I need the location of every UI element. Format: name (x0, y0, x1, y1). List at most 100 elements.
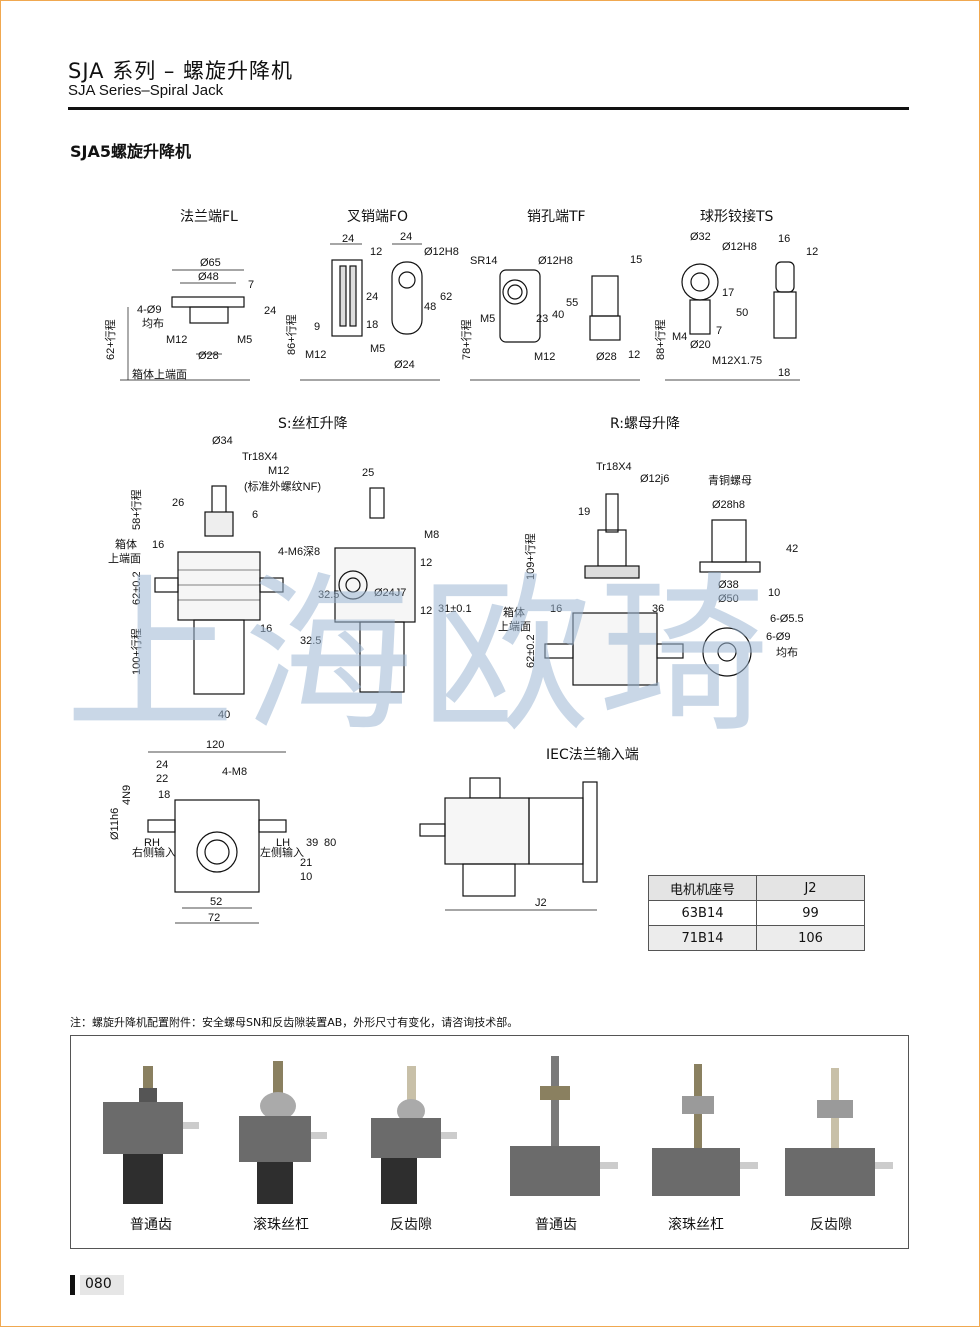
drawing-fl (120, 269, 250, 381)
dim-top-10: 左侧输入 (260, 845, 304, 859)
dim-s-19: 12 (420, 557, 432, 569)
dim-s-5: 58+行程 (130, 489, 143, 530)
dim-top-11: 39 (306, 837, 318, 849)
table-row: 71B14 106 (648, 925, 865, 951)
dim-s-22: 32.5 (300, 635, 321, 647)
dim-s-2: M12 (268, 465, 289, 477)
label-iec: IEC法兰输入端 (546, 747, 639, 763)
dim-s-7: 16 (152, 539, 164, 551)
dim-r-5: 箱体 (503, 605, 525, 619)
dim-ts-7: M4 (672, 331, 687, 343)
drawing-tf (470, 269, 640, 381)
dim-fl-8: M5 (237, 334, 252, 346)
page-title-cn: SJA 系列 – 螺旋升降机 (68, 59, 294, 83)
jack-photo-antibacklash (371, 1066, 457, 1204)
dim-s-9: 上端面 (108, 552, 141, 565)
dim-s-10: 62±0.2 (131, 571, 143, 605)
product-caption: 滚珠丝杠 (253, 1217, 309, 1233)
jack-photo-ballscrew (239, 1061, 327, 1204)
dim-fl-10: 箱体上端面 (132, 367, 187, 381)
dim-ts-9: 88+行程 (654, 319, 667, 360)
dim-ts-11: 18 (778, 367, 790, 379)
dim-fo-7: 9 (314, 321, 320, 333)
label-tf: 销孔端TF (527, 209, 586, 225)
dim-tf-8: M12 (534, 351, 555, 363)
dim-ts-6: 7 (716, 325, 722, 337)
table-row: 63B14 99 (648, 900, 865, 926)
dim-r-0: Tr18X4 (596, 461, 632, 473)
dim-tf-5: 40 (552, 309, 564, 321)
dim-top-7: RH (144, 837, 160, 849)
dim-s-13: 40 (218, 709, 230, 721)
dim-s-3: (标准外螺纹NF) (244, 479, 321, 493)
dim-top-1: 24 (156, 759, 168, 771)
dim-r-16: 6-Ø9 (766, 631, 790, 643)
label-r-lift: R:螺母升降 (610, 416, 681, 432)
product-caption: 普通齿 (535, 1217, 577, 1233)
dim-fo-12: Ø24 (394, 359, 415, 371)
dim-r-3: 109+行程 (524, 533, 537, 580)
dim-fo-5: 48 (424, 301, 436, 313)
dim-s-12: 100+行程 (130, 628, 143, 675)
dim-r-17: 均布 (776, 646, 798, 659)
dim-ts-3: 12 (806, 246, 818, 258)
dim-top-8: 右侧输入 (132, 845, 176, 859)
dim-top-0: 120 (206, 739, 224, 751)
dim-r-12: Ø38 (718, 579, 739, 591)
dim-s-6: 6 (252, 509, 258, 521)
dim-r-11: 42 (786, 543, 798, 555)
product-item: 普通齿 (91, 1036, 211, 1248)
dim-tf-3: M5 (480, 313, 495, 325)
jack-photo-ballscrew-nut (652, 1064, 758, 1196)
dim-ts-5: 50 (736, 307, 748, 319)
dim-top-2: 22 (156, 773, 168, 785)
dim-r-2: 19 (578, 506, 590, 518)
dim-fl-7: M12 (166, 334, 187, 346)
dim-fo-2: 24 (400, 231, 412, 243)
dim-fo-1: 12 (370, 246, 382, 258)
dim-tf-1: Ø12H8 (538, 255, 573, 267)
dim-s-1: Tr18X4 (242, 451, 278, 463)
dim-tf-7: 78+行程 (460, 319, 473, 360)
dim-s-0: Ø34 (212, 435, 233, 447)
dim-r-1: Ø12j6 (640, 473, 669, 485)
dim-r-14: 10 (768, 587, 780, 599)
dim-fl-2: 4-Ø9 (137, 304, 161, 316)
drawing-ts (665, 261, 800, 381)
label-s-lift: S:丝杠升降 (278, 416, 348, 432)
drawing-fo (300, 243, 440, 381)
dim-top-14: 21 (300, 857, 312, 869)
dim-fo-6: 62 (440, 291, 452, 303)
dim-tf-2: 15 (630, 254, 642, 266)
footnote: 注：螺旋升降机配置附件：安全螺母SN和反齿隙装置AB，外形尺寸有变化，请咨询技术… (70, 1016, 519, 1029)
dim-top-15: 52 (210, 896, 222, 908)
page-number: 080 (85, 1276, 112, 1292)
jack-photo-standard-nut (510, 1056, 618, 1196)
motor-table: 电机机座号 J2 63B14 99 71B14 106 (648, 875, 865, 951)
product-item: 反齿隙 (771, 1036, 893, 1248)
label-ts: 球形铰接TS (700, 209, 774, 225)
product-caption: 普通齿 (130, 1217, 172, 1233)
dim-top-12: 80 (324, 837, 336, 849)
dim-fo-8: 18 (366, 319, 378, 331)
label-fl: 法兰端FL (180, 209, 238, 225)
drawing-s (154, 485, 416, 695)
table-cell: 106 (756, 925, 865, 951)
dim-s-21: 31±0.1 (438, 603, 472, 615)
dim-s-20: 12 (420, 605, 432, 617)
motor-table-header: 电机机座号 J2 (648, 875, 865, 901)
dim-top-9: LH (276, 837, 290, 849)
dim-top-4: 4-M8 (222, 766, 247, 778)
product-caption: 反齿隙 (810, 1217, 852, 1233)
dim-fl-0: Ø65 (200, 257, 221, 269)
drawing-r (544, 493, 761, 686)
dim-fo-4: 24 (366, 291, 378, 303)
dim-r-4: 16 (550, 603, 562, 615)
table-cell: 71B14 (648, 925, 757, 951)
dim-ts-1: Ø12H8 (722, 241, 757, 253)
jack-photo-standard (103, 1066, 199, 1204)
dim-s-8: 箱体 (115, 537, 137, 551)
dim-tf-4: 23 (536, 313, 548, 325)
dim-fo-9: 86+行程 (285, 314, 298, 355)
page-number-background (80, 1275, 124, 1295)
